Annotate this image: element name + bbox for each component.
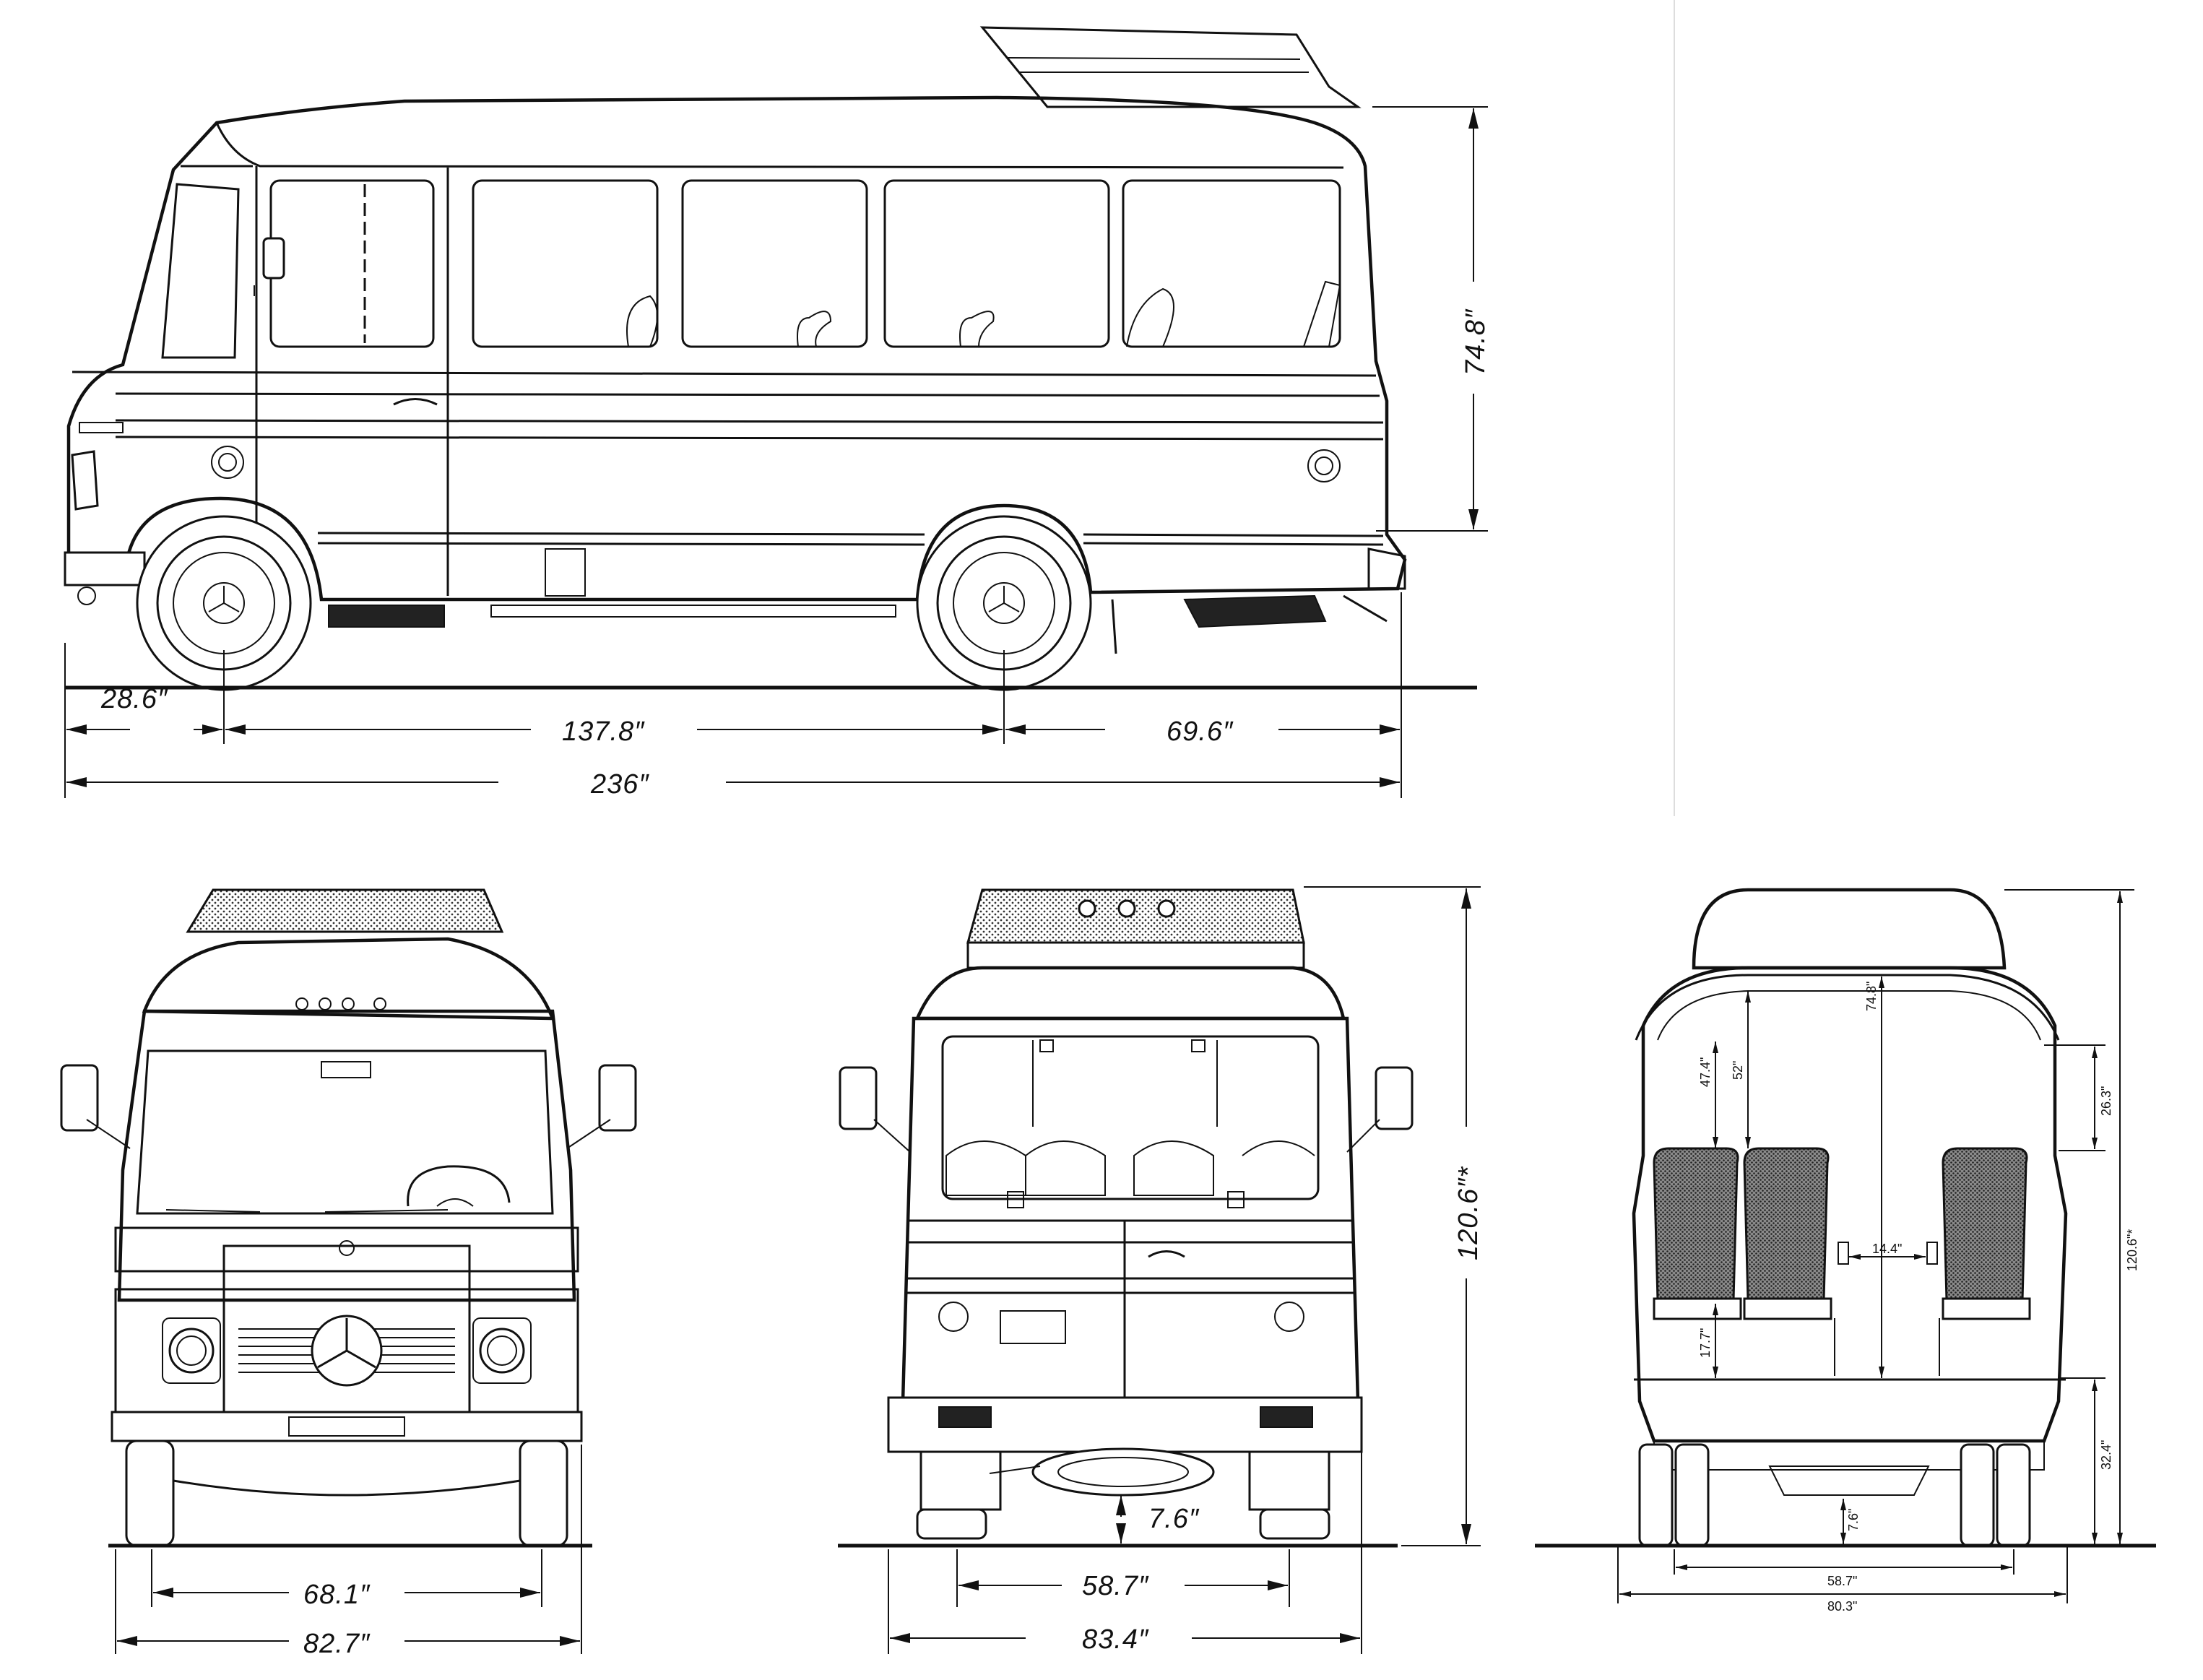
section-seat-middle — [1743, 1147, 1832, 1320]
side-window-5 — [1122, 179, 1341, 348]
rear-side-badge — [1307, 449, 1341, 482]
right-headlight — [479, 1328, 525, 1374]
front-view: 68.1″ 82.7″ — [60, 888, 637, 1659]
section-seat-right — [1942, 1147, 2031, 1320]
side-window-2 — [472, 179, 659, 348]
side-window-4 — [883, 179, 1110, 348]
roof-vent — [979, 26, 1362, 108]
rear-track-label: 58.7″ — [1082, 1571, 1149, 1601]
front-track-label: 68.1″ — [303, 1580, 371, 1610]
section-width-label: 80.3" — [1827, 1599, 1857, 1614]
rear-overhang-label: 69.6″ — [1167, 716, 1234, 747]
side-height-label: 74.8″ — [1460, 308, 1491, 376]
rear-window — [941, 1035, 1320, 1200]
window-height-label: 52" — [1731, 1061, 1745, 1080]
rear-view: 7.6″ 58.7″ 83.4″ 120.6″* — [838, 886, 1484, 1655]
rear-right-lamp — [1274, 1302, 1304, 1332]
side-body-outline — [66, 95, 1407, 602]
section-view: 47.4" 52" 17.7" 74.8" 14.4" 7.6" 26.3" 3… — [1535, 888, 2156, 1614]
window-band-label: 26.3" — [2099, 1086, 2113, 1116]
front-roof-vent — [186, 888, 504, 933]
spare-wheel — [1031, 1447, 1215, 1497]
side-view: 28.6″ 137.8″ 69.6″ 236″ 74.8″ — [64, 26, 1491, 800]
rear-left-lamp — [938, 1302, 969, 1332]
rear-clearance-label: 7.6″ — [1148, 1504, 1200, 1534]
side-window-1 — [269, 179, 435, 348]
section-seat-left — [1653, 1147, 1742, 1320]
rear-plate — [1000, 1310, 1066, 1344]
front-overhang-label: 28.6″ — [100, 684, 168, 714]
section-clearance-label: 7.6" — [1846, 1509, 1861, 1531]
front-windshield — [136, 1049, 554, 1215]
side-window-3 — [681, 179, 868, 348]
rear-roof-vent — [966, 888, 1305, 944]
left-headlight — [168, 1328, 215, 1374]
overall-height-label: 120.6″* — [1453, 1166, 1484, 1260]
floor-height-label: 32.4" — [2099, 1440, 2113, 1470]
seat-back-height-label: 47.4" — [1698, 1057, 1713, 1087]
interior-height-label: 74.8" — [1864, 982, 1879, 1011]
rear-width-label: 83.4″ — [1082, 1624, 1149, 1655]
seat-height-label: 17.7" — [1698, 1328, 1713, 1358]
front-width-label: 82.7″ — [303, 1629, 371, 1659]
aisle-width-label: 14.4" — [1872, 1242, 1902, 1256]
overall-length-label: 236″ — [590, 769, 649, 800]
section-track-label: 58.7" — [1827, 1574, 1857, 1588]
wheelbase-label: 137.8″ — [562, 716, 645, 747]
front-side-badge — [211, 446, 244, 479]
section-total-height-label: 120.6"* — [2125, 1229, 2139, 1271]
